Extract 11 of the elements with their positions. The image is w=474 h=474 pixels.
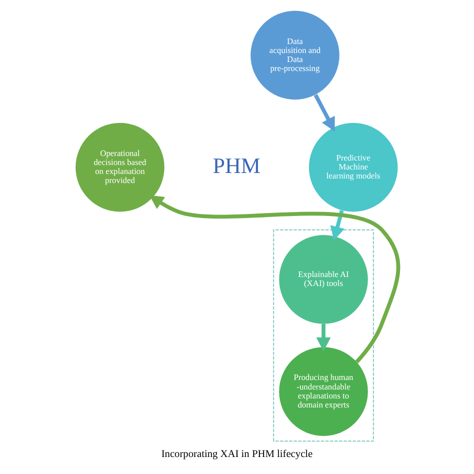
arrow xyxy=(330,210,344,240)
node-circle: Predictive Machine learning models xyxy=(308,122,398,212)
label: PHM xyxy=(212,152,261,178)
cluster xyxy=(273,229,374,442)
node-circle: Producing human-understandable explanations to domain experts xyxy=(279,347,368,436)
arrow xyxy=(316,324,331,352)
node-circle: Explainable AI (XAI) tools xyxy=(279,235,368,324)
arrow xyxy=(149,195,400,364)
node-circle: Data acquisition and Data pre-processing xyxy=(250,10,340,100)
caption: Incorporating XAI in PHM lifecycle xyxy=(161,449,313,460)
arrow xyxy=(314,94,335,132)
